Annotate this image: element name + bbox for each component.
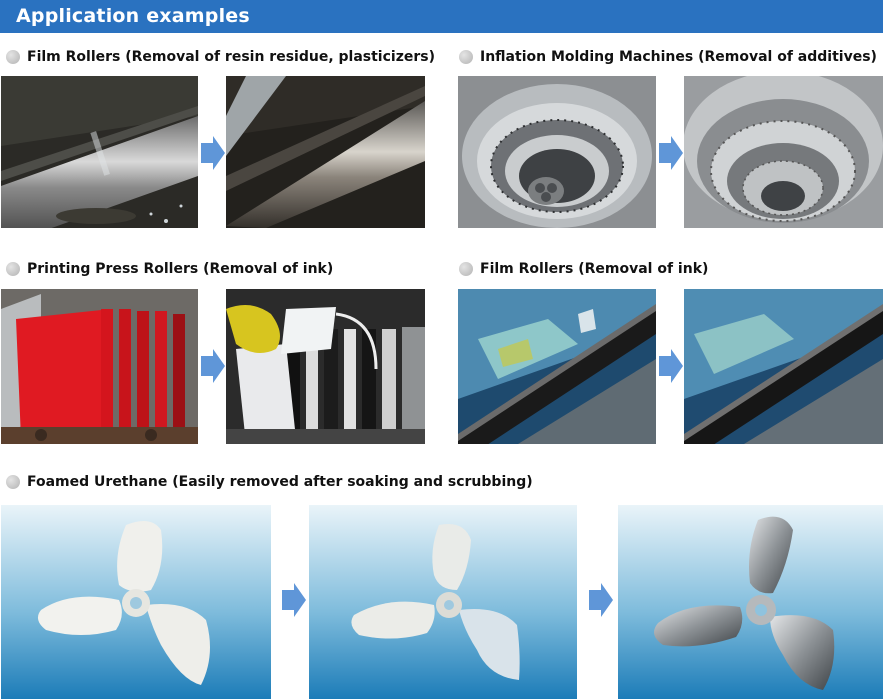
page-title: Application examples: [0, 0, 883, 33]
caption-text: Film Rollers (Removal of ink): [480, 261, 709, 277]
circle-bullet-icon: [6, 262, 20, 276]
photo-printing-rollers-before: [1, 289, 198, 444]
section-caption-foamed-urethane: Foamed Urethane (Easily removed after so…: [6, 471, 533, 493]
right-arrow-icon: [659, 349, 683, 383]
section-caption-printing-press: Printing Press Rollers (Removal of ink): [6, 258, 333, 280]
right-arrow-icon: [659, 136, 683, 170]
circle-bullet-icon: [459, 50, 473, 64]
photo-propeller-foam-soaked: [309, 505, 577, 699]
photo-propeller-clean: [618, 505, 883, 699]
right-arrow-icon: [589, 583, 613, 617]
right-arrow-icon: [201, 349, 225, 383]
caption-text: Printing Press Rollers (Removal of ink): [27, 261, 334, 277]
photo-inflation-die-before: [458, 76, 656, 228]
circle-bullet-icon: [6, 475, 20, 489]
photo-film-roller-ink-before: [458, 289, 656, 444]
caption-text: Inflation Molding Machines (Removal of a…: [480, 49, 877, 65]
photo-film-roller-ink-after: [684, 289, 883, 444]
right-arrow-icon: [201, 136, 225, 170]
circle-bullet-icon: [459, 262, 473, 276]
photo-film-roller-before: [1, 76, 198, 228]
photo-printing-rollers-after: [226, 289, 425, 444]
caption-text: Film Rollers (Removal of resin residue, …: [27, 49, 435, 65]
right-arrow-icon: [282, 583, 306, 617]
section-caption-inflation-molding: Inflation Molding Machines (Removal of a…: [459, 46, 877, 68]
circle-bullet-icon: [6, 50, 20, 64]
photo-film-roller-after: [226, 76, 425, 228]
photo-inflation-die-after: [684, 76, 883, 228]
section-caption-film-rollers-resin: Film Rollers (Removal of resin residue, …: [6, 46, 435, 68]
caption-text: Foamed Urethane (Easily removed after so…: [27, 474, 533, 490]
photo-propeller-foam-before: [1, 505, 271, 699]
section-caption-film-rollers-ink: Film Rollers (Removal of ink): [459, 258, 708, 280]
